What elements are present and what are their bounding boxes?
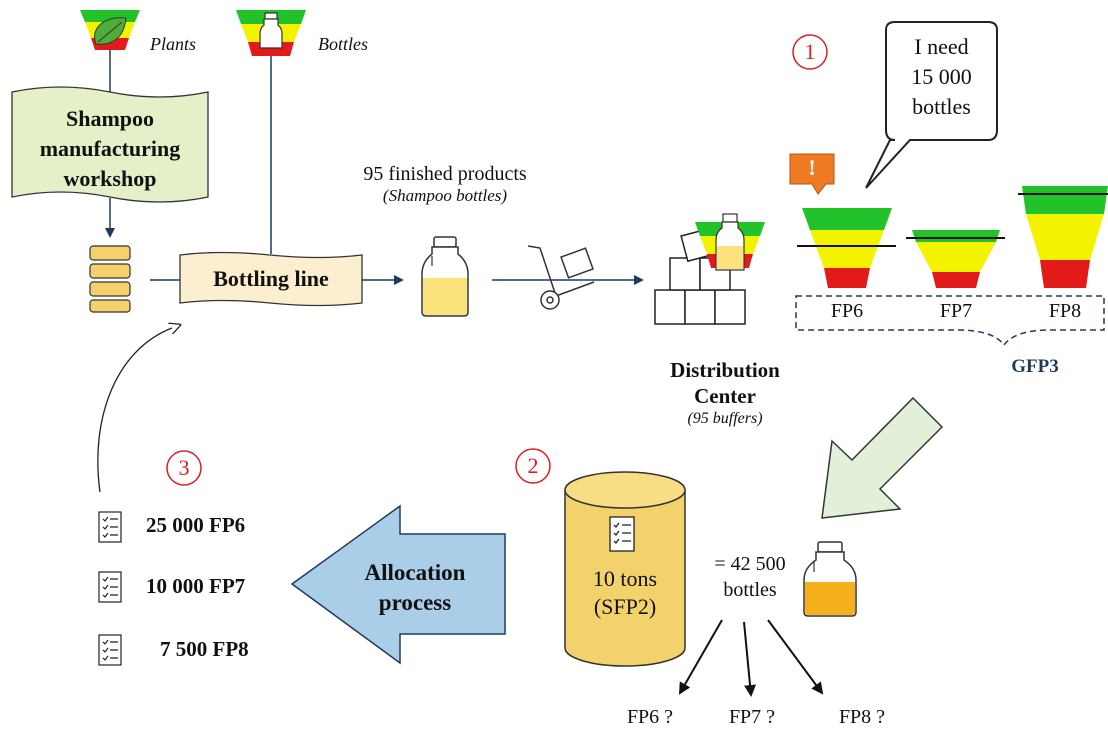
order-fp6: 25 000 FP6 — [146, 513, 246, 537]
fp7-label: FP7 — [939, 300, 973, 322]
dc-label-line-2: Center — [694, 384, 756, 408]
leaf-icon — [94, 17, 127, 45]
split-arrow-fp8 — [767, 619, 824, 695]
workshop-label-line-2: manufacturing — [39, 136, 181, 161]
gfp3-group-outline — [795, 295, 1105, 347]
sfp2-label: 10 tons (SFP2) — [565, 565, 685, 621]
step-1-circle — [792, 34, 828, 70]
hand-truck-icon — [527, 245, 595, 310]
plants-label: Plants — [150, 34, 197, 54]
shampoo-bottle-icon — [421, 236, 469, 317]
dc-label-line-1: Distribution — [670, 358, 780, 382]
dc-label-line-3: (95 buffers) — [687, 410, 763, 427]
plants-buffer-icon — [80, 10, 140, 50]
finished-products-line-1: 95 finished products — [363, 163, 527, 185]
split-arrow-fp6 — [679, 619, 723, 695]
barrel-stack-icon — [89, 245, 131, 313]
allocation-line-2: process — [378, 590, 452, 615]
gfp3-to-sfp-arrow — [821, 396, 944, 519]
sfp2-equals-line-2: bottles — [723, 579, 777, 601]
bottling-line-box — [179, 251, 363, 307]
feedback-arrow — [97, 328, 172, 493]
alert-icon — [789, 153, 835, 195]
speech-line-1: I need — [914, 34, 969, 59]
gfp3-label: GFP3 — [1011, 356, 1059, 377]
bottles-label: Bottles — [318, 34, 368, 54]
sfp2-line-1: 10 tons — [592, 566, 658, 591]
workshop-label-line-1: Shampoo — [65, 106, 155, 131]
allocation-label: Allocation process — [330, 558, 500, 618]
workshop-label-line-3: workshop — [63, 166, 157, 191]
workshop-label: Shampoo manufacturing workshop — [12, 104, 208, 194]
sfp2-equals-line-1: = 42 500 — [714, 553, 786, 575]
speech-line-2: 15 000 — [911, 64, 972, 89]
step-3-circle — [166, 450, 202, 486]
distribution-center-label: Distribution Center (95 buffers) — [640, 357, 810, 429]
speech-bubble — [865, 21, 998, 189]
fp8-label: FP8 — [1048, 300, 1082, 322]
step-2-number: 2 — [527, 453, 539, 478]
question-fp8: FP8 ? — [838, 706, 886, 728]
fp6-buffer-icon — [797, 208, 896, 288]
split-arrow-fp7 — [743, 621, 757, 697]
allocation-arrow — [290, 504, 506, 665]
sfp-bottle-icon — [803, 541, 857, 617]
finished-products-line-2: (Shampoo bottles) — [382, 186, 508, 205]
speech-bubble-text: I need 15 000 bottles — [886, 32, 997, 122]
bottle-icon — [259, 12, 283, 49]
allocation-line-1: Allocation — [364, 560, 466, 585]
alert-symbol: ! — [808, 155, 816, 180]
bottling-line-label: Bottling line — [213, 266, 329, 291]
question-fp7: FP7 ? — [728, 706, 776, 728]
sfp2-checklist-icon — [609, 516, 635, 552]
order-fp8: 7 500 FP8 — [160, 637, 249, 661]
question-fp6: FP6 ? — [626, 706, 674, 728]
fp6-label: FP6 — [830, 300, 864, 322]
step-2-circle — [515, 448, 551, 484]
order-checklist-icon-fp6 — [98, 511, 122, 543]
dc-buffer-icon — [695, 213, 765, 271]
order-checklist-icon-fp7 — [98, 571, 122, 603]
fp7-buffer-icon — [906, 230, 1005, 288]
step-1-number: 1 — [804, 39, 816, 64]
finished-products-label: 95 finished products (Shampoo bottles) — [330, 163, 560, 206]
step-3-number: 3 — [178, 455, 190, 480]
speech-line-3: bottles — [912, 94, 971, 119]
sfp2-equivalence-label: = 42 500 bottles — [695, 551, 805, 603]
order-checklist-icon-fp8 — [98, 634, 122, 666]
workshop-box — [11, 86, 209, 203]
dc-bottle-icon — [715, 213, 745, 271]
order-fp7: 10 000 FP7 — [146, 574, 246, 598]
sfp2-line-2: (SFP2) — [593, 594, 657, 619]
bottles-buffer-icon — [236, 10, 306, 56]
fp8-buffer-icon — [1018, 186, 1108, 288]
sfp2-drum-icon — [564, 471, 686, 667]
